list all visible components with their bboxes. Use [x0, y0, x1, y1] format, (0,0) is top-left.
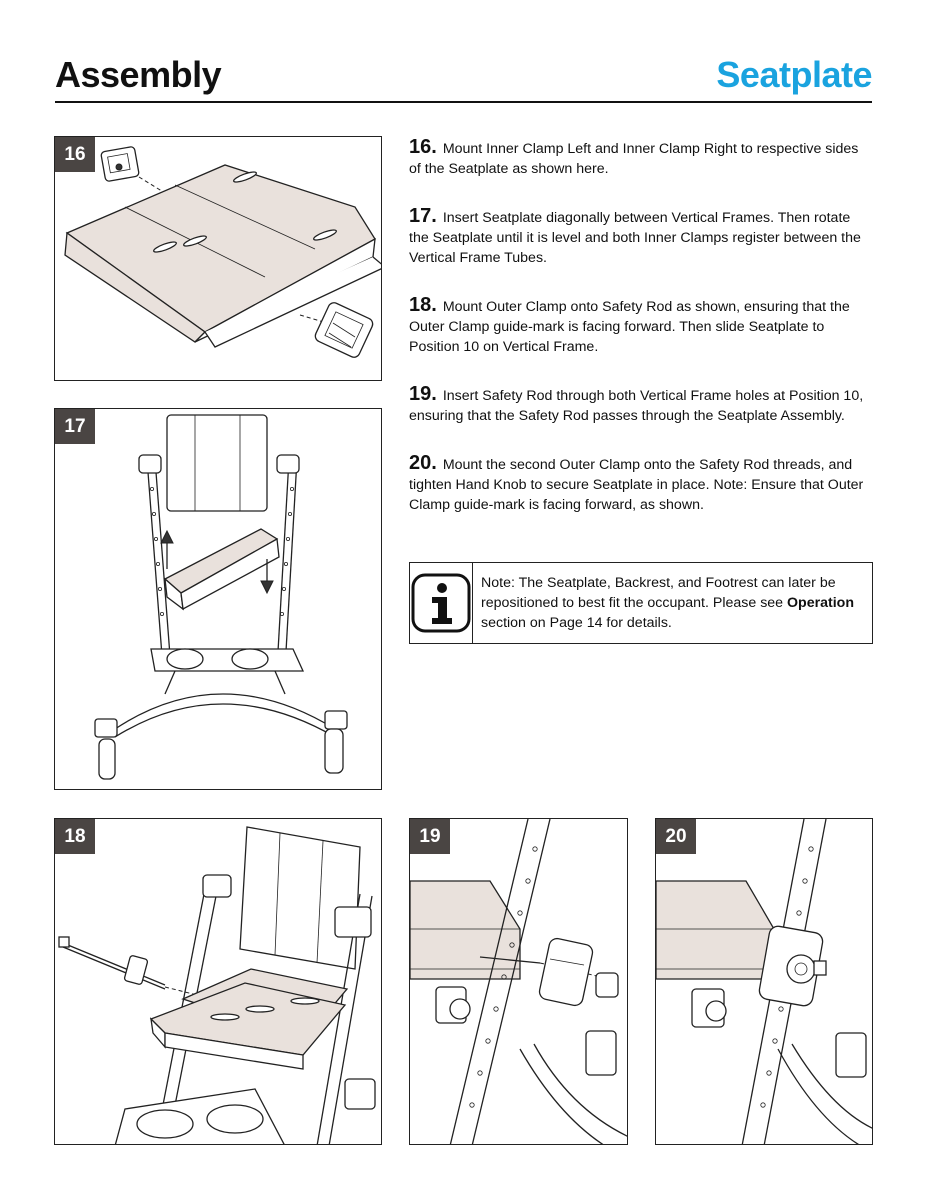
seatplate-illustration — [64, 146, 381, 358]
step-text: Insert Safety Rod through both Vertical … — [409, 388, 864, 424]
info-icon — [411, 573, 471, 633]
figure-badge: 16 — [55, 137, 95, 172]
figure-20: 20 — [655, 818, 873, 1145]
step-text: Mount Outer Clamp onto Safety Rod as sho… — [409, 299, 850, 355]
step-text: Insert Seatplate diagonally between Vert… — [409, 210, 861, 266]
figure-19: 19 — [409, 818, 628, 1145]
figure-18: 18 — [54, 818, 382, 1145]
step-17: 17.Insert Seatplate diagonally between V… — [409, 206, 872, 268]
note-bold-link: Operation — [787, 595, 855, 611]
rod-insert-illustration — [410, 819, 627, 1144]
step-text: Mount Inner Clamp Left and Inner Clamp R… — [409, 141, 859, 177]
step-18: 18.Mount Outer Clamp onto Safety Rod as … — [409, 295, 872, 357]
step-19: 19.Insert Safety Rod through both Vertic… — [409, 384, 872, 426]
figure-16: 16 — [54, 136, 382, 381]
figure-badge: 18 — [55, 819, 95, 854]
note-text: Note: The Seatplate, Backrest, and Footr… — [473, 563, 872, 643]
step-16: 16.Mount Inner Clamp Left and Inner Clam… — [409, 137, 872, 179]
assembly-steps: 16.Mount Inner Clamp Left and Inner Clam… — [409, 137, 872, 542]
figure-badge: 20 — [656, 819, 696, 854]
note-box: Note: The Seatplate, Backrest, and Footr… — [409, 562, 873, 644]
figure-badge: 17 — [55, 409, 95, 444]
step-text: Mount the second Outer Clamp onto the Sa… — [409, 457, 864, 513]
safety-rod-illustration — [58, 826, 376, 1144]
clamp-secured-illustration — [656, 819, 872, 1144]
figure-badge: 19 — [410, 819, 450, 854]
page-title: Seatplate — [716, 54, 872, 95]
note-icon-cell — [410, 563, 473, 643]
step-number: 19. — [409, 383, 437, 405]
note-text-before: Note: The Seatplate, Backrest, and Footr… — [481, 575, 836, 611]
header-divider — [55, 101, 872, 103]
figure-17: 17 — [54, 408, 382, 790]
step-number: 17. — [409, 205, 437, 227]
section-title: Assembly — [55, 54, 222, 95]
step-number: 18. — [409, 294, 437, 316]
step-number: 16. — [409, 136, 437, 158]
step-20: 20.Mount the second Outer Clamp onto the… — [409, 453, 872, 515]
frame-insert-illustration — [94, 414, 348, 780]
note-text-after: section on Page 14 for details. — [481, 615, 672, 631]
step-number: 20. — [409, 452, 437, 474]
